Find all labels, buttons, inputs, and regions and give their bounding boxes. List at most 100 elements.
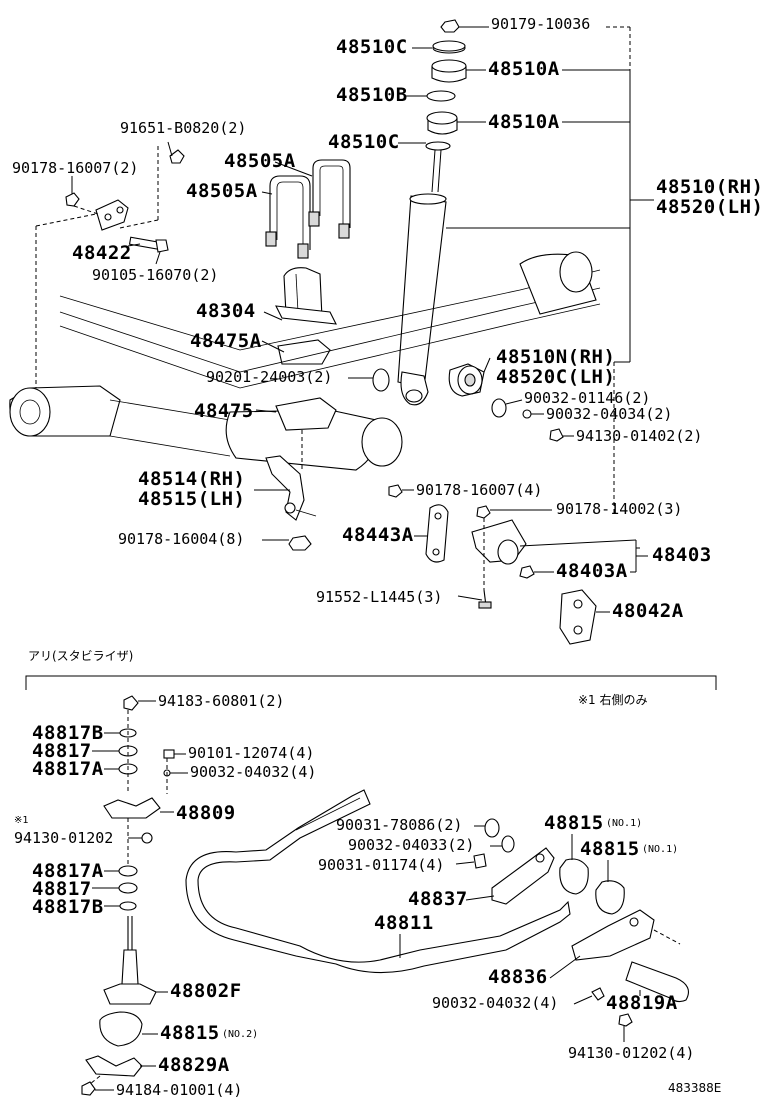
bushing-48815-no2 xyxy=(99,1011,143,1047)
pin-48819A xyxy=(625,961,689,1003)
part-90032-04033[interactable]: 90032-04033(2) xyxy=(348,836,475,854)
part-48304[interactable]: 48304 xyxy=(196,300,256,322)
part-48815-no2[interactable]: 48815 xyxy=(160,1022,220,1044)
part-48817A-2[interactable]: 48817A xyxy=(32,860,104,882)
stabilizer-left-link xyxy=(81,695,175,1096)
part-90032-04034[interactable]: 90032-04034(2) xyxy=(546,405,673,423)
part-90032-04032-a[interactable]: 90032-04032(4) xyxy=(190,763,317,781)
bushing-48510N xyxy=(448,363,485,397)
part-94130-01402[interactable]: 94130-01402(2) xyxy=(576,427,703,445)
nut-90178-14002 xyxy=(476,505,491,519)
leader-lines-upper xyxy=(71,141,648,613)
part-94184-01001[interactable]: 94184-01001(4) xyxy=(116,1081,243,1099)
part-90178-16007-2[interactable]: 90178-16007(2) xyxy=(12,159,139,177)
part-48510C-top[interactable]: 48510C xyxy=(336,36,408,58)
part-48510-rh[interactable]: 48510(RH) xyxy=(656,176,760,198)
part-90101-12074[interactable]: 90101-12074(4) xyxy=(188,744,315,762)
section-bracket xyxy=(25,675,717,690)
part-48829A[interactable]: 48829A xyxy=(158,1054,230,1076)
figure-code: 483388E xyxy=(668,1081,722,1095)
part-48815-no1-a[interactable]: 48815 xyxy=(544,812,604,834)
stabilizer-bar-48811 xyxy=(185,789,571,974)
washer-90032-04034 xyxy=(522,409,532,419)
shock-absorber-stack xyxy=(397,19,467,406)
part-48520-lh[interactable]: 48520(LH) xyxy=(656,196,760,218)
part-48809[interactable]: 48809 xyxy=(176,802,236,824)
note-star1: ※1 xyxy=(14,815,29,826)
part-48817-1[interactable]: 48817 xyxy=(32,740,92,762)
bracket-48802F xyxy=(103,983,157,1005)
part-90178-16004[interactable]: 90178-16004(8) xyxy=(118,530,245,548)
part-48042A[interactable]: 48042A xyxy=(612,600,684,622)
part-94183-60801[interactable]: 94183-60801(2) xyxy=(158,692,285,710)
part-94130-01202-4[interactable]: 94130-01202(4) xyxy=(568,1044,695,1062)
note-no1-b: (NO.1) xyxy=(642,844,679,855)
part-90179-10036[interactable]: 90179-10036 xyxy=(491,15,591,33)
part-48817-2[interactable]: 48817 xyxy=(32,878,92,900)
part-90031-78086[interactable]: 90031-78086(2) xyxy=(336,816,463,834)
leader-lines-stabilizer xyxy=(92,700,641,1091)
part-48403[interactable]: 48403 xyxy=(652,544,712,566)
part-90201-24003[interactable]: 90201-24003(2) xyxy=(206,368,333,386)
nut-90178-16004 xyxy=(288,535,312,551)
part-48819A[interactable]: 48819A xyxy=(606,992,678,1014)
part-90032-04032-b[interactable]: 90032-04032(4) xyxy=(432,994,559,1012)
bumper-48304 xyxy=(275,267,337,325)
bolt-icon xyxy=(169,149,185,164)
part-48815-no1-b[interactable]: 48815 xyxy=(580,838,640,860)
part-48510B[interactable]: 48510B xyxy=(336,84,408,106)
bracket-48042A xyxy=(559,589,597,645)
part-90178-14002[interactable]: 90178-14002(3) xyxy=(556,500,683,518)
leader-lines-stack xyxy=(398,26,654,515)
part-90032-01146[interactable]: 90032-01146(2) xyxy=(524,389,651,407)
nut-94130-01202 xyxy=(618,1013,633,1027)
part-48837[interactable]: 48837 xyxy=(408,888,468,910)
nut-icon xyxy=(123,695,139,711)
stabilizer-section-title: アリ(スタビライザ) xyxy=(28,649,134,663)
nut-90178-16007 xyxy=(388,484,403,498)
part-90105-16070[interactable]: 90105-16070(2) xyxy=(92,266,219,284)
part-48811[interactable]: 48811 xyxy=(374,912,434,934)
part-48403A[interactable]: 48403A xyxy=(556,560,628,582)
part-48515-lh[interactable]: 48515(LH) xyxy=(138,488,246,510)
note-no1-a: (NO.1) xyxy=(606,818,643,829)
nut-94184 xyxy=(81,1081,96,1096)
part-48475[interactable]: 48475 xyxy=(194,400,254,422)
bracket-48514 xyxy=(265,455,317,521)
part-48514-rh[interactable]: 48514(RH) xyxy=(138,468,246,490)
part-48510A-mid[interactable]: 48510A xyxy=(488,111,560,133)
note-right-side-only: ※1 右側のみ xyxy=(578,693,648,707)
part-48505A-2[interactable]: 48505A xyxy=(186,180,258,202)
part-48443A[interactable]: 48443A xyxy=(342,524,414,546)
stabilizer-right-parts xyxy=(473,818,689,1027)
plate-48475A xyxy=(277,339,331,365)
part-48510N-rh[interactable]: 48510N(RH) xyxy=(496,346,616,368)
part-48802F[interactable]: 48802F xyxy=(170,980,242,1002)
bracket-48422-group xyxy=(35,146,185,395)
bushing-48815-b xyxy=(595,880,625,915)
part-48817B-2[interactable]: 48817B xyxy=(32,896,104,918)
part-91651-B0820[interactable]: 91651-B0820(2) xyxy=(120,119,247,137)
part-48505A-1[interactable]: 48505A xyxy=(224,150,296,172)
washer-90201 xyxy=(372,368,390,392)
note-no2: (NO.2) xyxy=(222,1029,259,1040)
part-90178-16007-4[interactable]: 90178-16007(4) xyxy=(416,481,543,499)
part-48836[interactable]: 48836 xyxy=(488,966,548,988)
part-48817B-1[interactable]: 48817B xyxy=(32,722,104,744)
part-91552-L1445[interactable]: 91552-L1445(3) xyxy=(316,588,443,606)
part-48510A-top[interactable]: 48510A xyxy=(488,58,560,80)
bracket-48809 xyxy=(103,797,161,819)
part-48817A-1[interactable]: 48817A xyxy=(32,758,104,780)
bracket-48837 xyxy=(491,847,555,905)
part-48422[interactable]: 48422 xyxy=(72,242,132,264)
part-48475A[interactable]: 48475A xyxy=(190,330,262,352)
part-90031-01174[interactable]: 90031-01174(4) xyxy=(318,856,445,874)
part-48510C-mid[interactable]: 48510C xyxy=(328,131,400,153)
plate-48443A xyxy=(425,504,449,563)
part-48520C-lh[interactable]: 48520C(LH) xyxy=(496,366,616,388)
bracket-48836 xyxy=(571,909,655,961)
washer-90032-01146 xyxy=(491,398,507,418)
part-94130-01202[interactable]: 94130-01202 xyxy=(14,829,114,847)
